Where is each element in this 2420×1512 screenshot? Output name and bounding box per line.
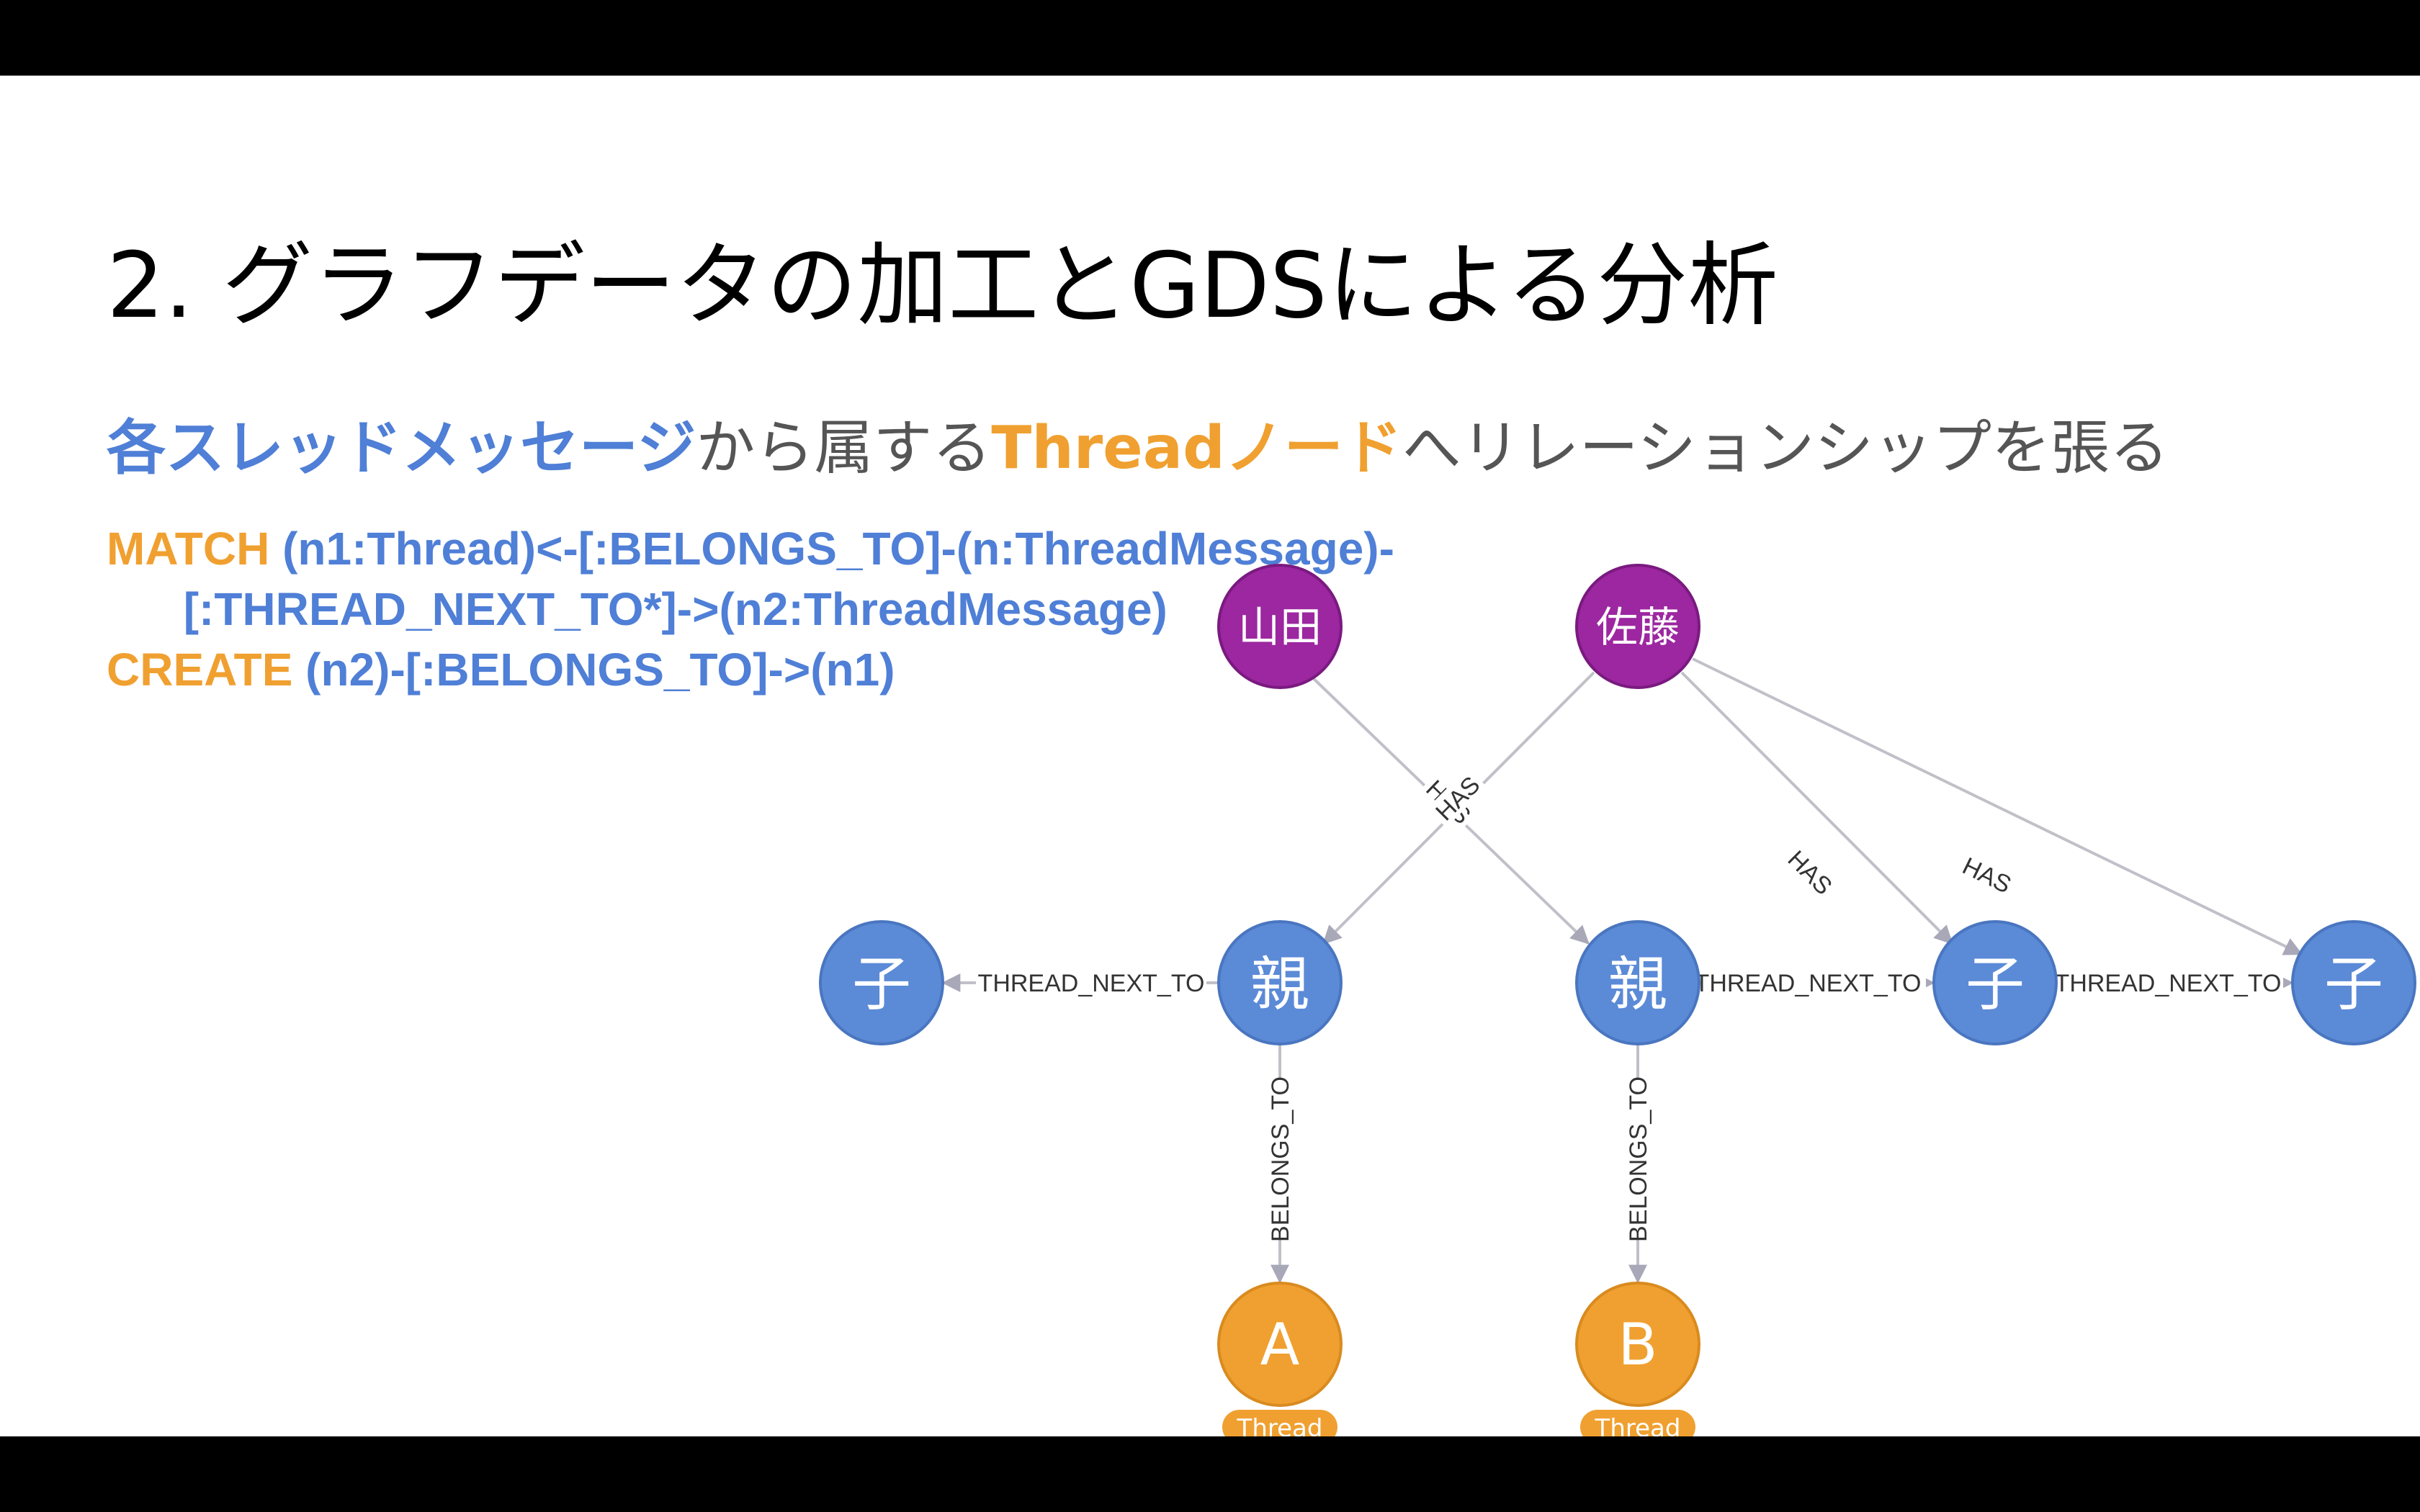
code-create-keyword: CREATE xyxy=(107,644,293,696)
edge-label-next-1: THREAD_NEXT_TO xyxy=(976,967,1206,999)
svg-text:B: B xyxy=(1618,1311,1658,1378)
node-sato[interactable]: 佐藤 xyxy=(1575,564,1700,689)
edge-label-has-4: HAS xyxy=(1955,849,2020,899)
svg-text:親: 親 xyxy=(1250,950,1309,1019)
edge-has-sato-child3 xyxy=(1692,657,2303,955)
code-match-pattern: (n1:Thread)<-[:BELONGS_TO]-(n:ThreadMess… xyxy=(269,523,1394,575)
svg-text:山田: 山田 xyxy=(1238,603,1322,652)
svg-text:Thread: Thread xyxy=(1595,1414,1681,1436)
code-match-keyword: MATCH xyxy=(107,523,270,575)
svg-text:THREAD_NEXT_TO: THREAD_NEXT_TO xyxy=(2055,970,2282,997)
slide-title: 2. グラフデータの加工とGDSによる分析 xyxy=(107,233,1779,338)
subtitle-relationship: へリレーションシップを張る xyxy=(1402,414,2169,482)
subtitle-thread-message: 各スレッドメッセージ xyxy=(107,414,696,482)
svg-text:子: 子 xyxy=(852,950,911,1019)
edge-has-sato-child2 xyxy=(1680,671,1953,945)
edge-label-next-3: THREAD_NEXT_TO xyxy=(2054,967,2283,999)
node-child2[interactable]: 子 xyxy=(1932,920,2058,1045)
edge-label-belongs-1: BELONGS_TO xyxy=(1264,1076,1296,1242)
code-create-pattern: (n2)-[:BELONGS_TO]->(n1) xyxy=(292,644,895,696)
node-thread-b-tag: Thread xyxy=(1580,1410,1695,1436)
node-thread-b[interactable]: B xyxy=(1575,1282,1700,1407)
svg-text:子: 子 xyxy=(2324,950,2383,1019)
edge-label-has-3: HAS xyxy=(1780,842,1841,902)
node-child3[interactable]: 子 xyxy=(2291,920,2416,1045)
svg-text:Thread: Thread xyxy=(1237,1414,1323,1436)
edge-label-belongs-2: BELONGS_TO xyxy=(1622,1076,1654,1242)
subtitle-thread-node: Threadノード xyxy=(991,414,1402,482)
edge-label-next-2: THREAD_NEXT_TO xyxy=(1695,967,1926,999)
cypher-code: MATCH (n1:Thread)<-[:BELONGS_TO]-(n:Thre… xyxy=(107,518,1394,700)
slide-subtitle: 各スレッドメッセージから属するThreadノードへリレーションシップを張る xyxy=(107,400,2169,485)
subtitle-from: から属する xyxy=(696,414,992,482)
node-parent2[interactable]: 親 xyxy=(1575,920,1700,1045)
node-yamada[interactable]: 山田 xyxy=(1217,564,1343,689)
code-match-pattern-continued: [:THREAD_NEXT_TO*]->(n2:ThreadMessage) xyxy=(183,583,1168,635)
svg-text:子: 子 xyxy=(1966,950,2025,1019)
graph-diagram: HAS HAS HAS HAS THREAD_NEXT_TO THREAD_NE… xyxy=(819,564,2416,1436)
svg-text:親: 親 xyxy=(1608,950,1667,1019)
slide: 2. グラフデータの加工とGDSによる分析 各スレッドメッセージから属するThr… xyxy=(0,76,2420,1436)
svg-text:佐藤: 佐藤 xyxy=(1596,603,1680,652)
node-thread-a-tag: Thread xyxy=(1222,1410,1337,1436)
node-thread-a[interactable]: A xyxy=(1217,1282,1343,1407)
svg-text:A: A xyxy=(1260,1311,1300,1378)
svg-text:BELONGS_TO: BELONGS_TO xyxy=(1267,1076,1294,1242)
node-parent1[interactable]: 親 xyxy=(1217,920,1343,1045)
svg-text:THREAD_NEXT_TO: THREAD_NEXT_TO xyxy=(1695,970,1922,997)
node-child1[interactable]: 子 xyxy=(819,920,944,1045)
svg-text:BELONGS_TO: BELONGS_TO xyxy=(1625,1076,1652,1242)
svg-text:THREAD_NEXT_TO: THREAD_NEXT_TO xyxy=(978,970,1205,997)
